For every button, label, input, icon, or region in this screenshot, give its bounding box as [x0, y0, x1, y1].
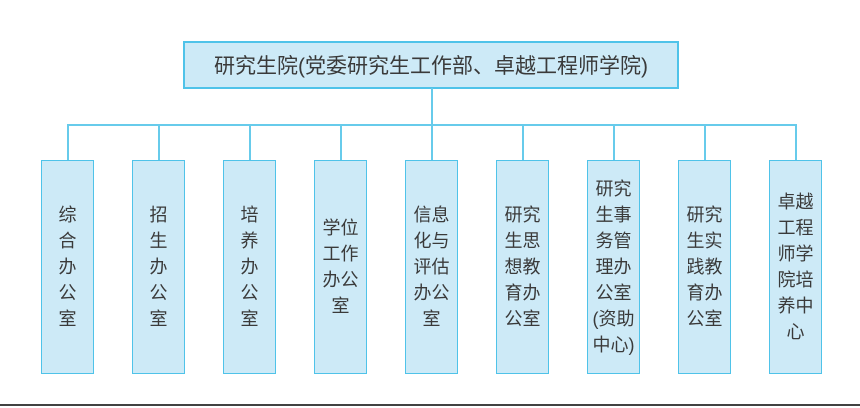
- dept-label: 招 生 办 公 室: [149, 205, 168, 329]
- connector-drop-line: [703, 124, 706, 160]
- dept-node: 研究 生思 想教 育办 公室: [496, 160, 549, 374]
- connector-drop-line: [612, 124, 615, 160]
- dept-label: 研究 生事 务管 理办 公室 (资助 中心): [592, 179, 635, 355]
- connector-drop-line: [66, 124, 69, 160]
- dept-node: 综 合 办 公 室: [41, 160, 94, 374]
- org-root-node: 研究生院(党委研究生工作部、卓越工程师学院): [183, 41, 679, 89]
- dept-label: 信息 化与 评估 办公 室: [413, 205, 450, 329]
- dept-node: 培 养 办 公 室: [223, 160, 276, 374]
- connector-drop-line: [157, 124, 160, 160]
- org-root-label: 研究生院(党委研究生工作部、卓越工程师学院): [214, 55, 648, 78]
- dept-node: 卓越 工程 师学 院培 养中 心: [769, 160, 822, 374]
- dept-node: 招 生 办 公 室: [132, 160, 185, 374]
- dept-label: 研究 生实 践教 育办 公室: [686, 205, 723, 329]
- connector-stem-line: [430, 88, 433, 125]
- dept-label: 研究 生思 想教 育办 公室: [504, 205, 541, 329]
- dept-label: 综 合 办 公 室: [58, 205, 77, 329]
- dept-label: 卓越 工程 师学 院培 养中 心: [777, 192, 814, 342]
- dept-label: 培 养 办 公 室: [240, 205, 259, 329]
- connector-drop-line: [430, 124, 433, 160]
- connector-drop-line: [794, 124, 797, 160]
- page-bottom-edge-line: [0, 404, 860, 406]
- dept-node: 研究 生实 践教 育办 公室: [678, 160, 731, 374]
- connector-drop-line: [248, 124, 251, 160]
- dept-node: 研究 生事 务管 理办 公室 (资助 中心): [587, 160, 640, 374]
- dept-node: 学位 工作 办公 室: [314, 160, 367, 374]
- connector-drop-line: [339, 124, 342, 160]
- dept-node: 信息 化与 评估 办公 室: [405, 160, 458, 374]
- dept-label: 学位 工作 办公 室: [322, 218, 359, 316]
- connector-drop-line: [521, 124, 524, 160]
